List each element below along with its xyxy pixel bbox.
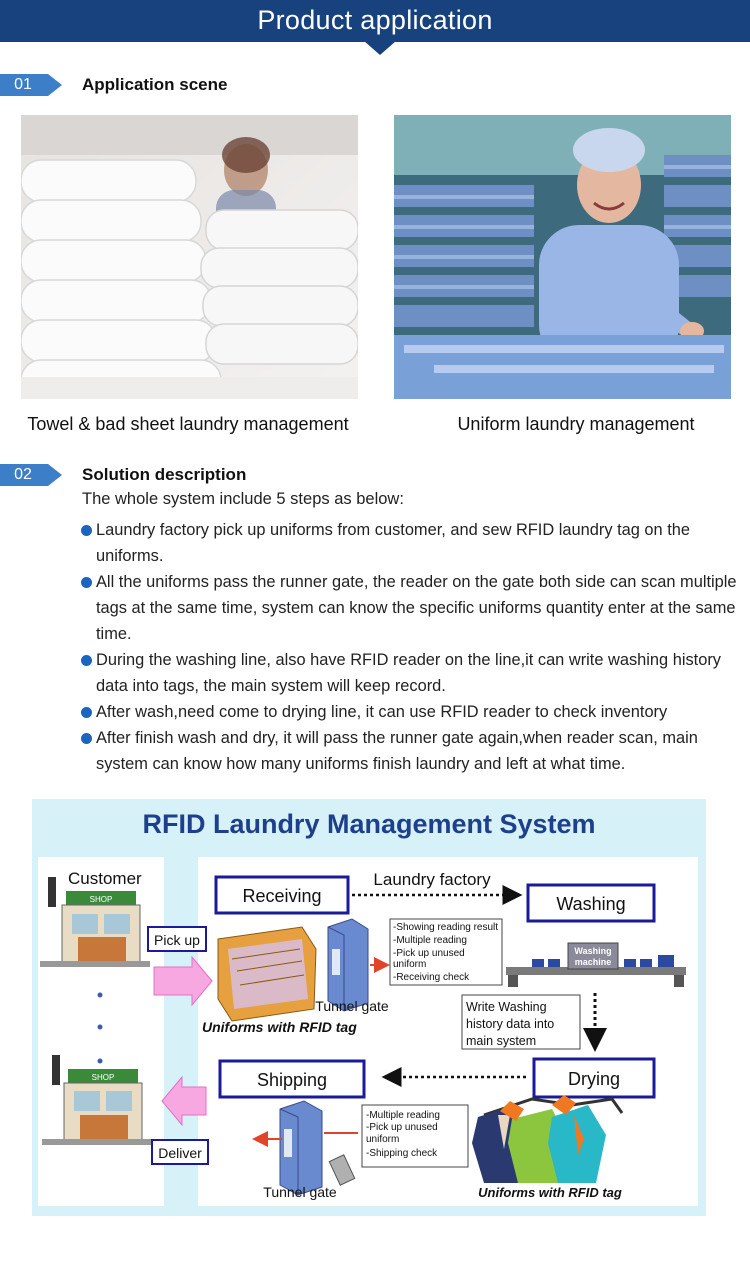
svg-text:-Pick up unused: -Pick up unused bbox=[393, 948, 465, 959]
list-item: Laundry factory pick up uniforms from cu… bbox=[80, 517, 740, 569]
svg-text:-Shipping check: -Shipping check bbox=[366, 1148, 438, 1159]
uniforms-rfid-label: Uniforms with RFID tag bbox=[202, 1019, 357, 1035]
uniforms-rfid-label: Uniforms with RFID tag bbox=[478, 1185, 622, 1200]
section-number: 01 bbox=[14, 76, 32, 93]
bullet-dot-icon bbox=[81, 655, 92, 666]
store-icon: SHOP bbox=[40, 877, 150, 967]
deliver-label: Deliver bbox=[158, 1145, 202, 1161]
section-title-solution: Solution description bbox=[82, 465, 247, 484]
svg-text:history data into: history data into bbox=[466, 1017, 554, 1031]
washing-box bbox=[526, 883, 656, 923]
svg-text:-Pick up unused: -Pick up unused bbox=[366, 1122, 438, 1133]
tunnel-gate-icon bbox=[279, 1100, 356, 1196]
svg-text:machine: machine bbox=[575, 957, 612, 967]
bullet-dot-icon bbox=[81, 525, 92, 536]
towel-photo bbox=[21, 115, 358, 399]
section-title-application-scene: Application scene bbox=[82, 75, 228, 94]
svg-text:-Multiple reading: -Multiple reading bbox=[366, 1110, 440, 1121]
header-arrow bbox=[364, 41, 396, 55]
section-tag-02: 02 bbox=[0, 464, 62, 486]
list-item: During the washing line, also have RFID … bbox=[80, 647, 740, 699]
receiving-notes-box bbox=[389, 918, 503, 986]
tunnel-gate-label: Tunnel gate bbox=[315, 998, 389, 1014]
receiving-box bbox=[214, 875, 350, 915]
page-title: Product application bbox=[257, 5, 493, 35]
section-tag-01: 01 bbox=[0, 74, 62, 96]
svg-text:SHOP: SHOP bbox=[90, 895, 113, 904]
uniform-caption: Uniform laundry management bbox=[457, 414, 695, 434]
svg-text:uniform: uniform bbox=[366, 1134, 399, 1145]
svg-text:SHOP: SHOP bbox=[92, 1073, 115, 1082]
drying-box bbox=[532, 1057, 656, 1099]
list-item: All the uniforms pass the runner gate, t… bbox=[80, 569, 740, 647]
receiving-label: Receiving bbox=[242, 886, 321, 906]
uniform-photo bbox=[394, 115, 731, 399]
store-icon: SHOP bbox=[42, 1055, 152, 1145]
diagram-title: RFID Laundry Management System bbox=[142, 809, 595, 839]
svg-text:-Showing reading result: -Showing reading result bbox=[393, 922, 498, 933]
bullet-dot-icon bbox=[81, 733, 92, 744]
list-item: After finish wash and dry, it will pass … bbox=[80, 725, 740, 777]
svg-text:Washing: Washing bbox=[574, 946, 611, 956]
tunnel-gate-label: Tunnel gate bbox=[263, 1184, 337, 1200]
svg-text:-Receiving check: -Receiving check bbox=[393, 972, 470, 983]
shipping-notes-box bbox=[361, 1104, 469, 1168]
shipping-box bbox=[218, 1059, 366, 1099]
deliver-arrow-icon bbox=[161, 1075, 207, 1127]
uniform-cart-icon bbox=[217, 926, 317, 1022]
svg-text:Write Washing: Write Washing bbox=[466, 1000, 547, 1014]
shipping-label: Shipping bbox=[257, 1070, 327, 1090]
bullet-dot-icon bbox=[81, 577, 92, 588]
customer-label: Customer bbox=[68, 869, 142, 888]
header-banner: Product application bbox=[0, 0, 750, 42]
laundry-factory-label: Laundry factory bbox=[373, 870, 491, 889]
section-number: 02 bbox=[14, 466, 32, 483]
svg-text:main system: main system bbox=[466, 1034, 536, 1048]
washing-label: Washing bbox=[556, 894, 625, 914]
hanging-uniforms-icon bbox=[472, 1095, 624, 1183]
pick-up-arrow-icon bbox=[153, 955, 213, 1007]
solution-intro: The whole system include 5 steps as belo… bbox=[82, 490, 404, 508]
washing-line-icon: Washing machine bbox=[506, 942, 686, 987]
solution-steps-list: Laundry factory pick up uniforms from cu… bbox=[80, 517, 740, 777]
pick-up-label: Pick up bbox=[154, 932, 200, 948]
towel-caption: Towel & bad sheet laundry management bbox=[27, 414, 349, 434]
svg-text:uniform: uniform bbox=[393, 959, 426, 970]
tunnel-gate-icon bbox=[327, 918, 369, 1012]
drying-label: Drying bbox=[568, 1069, 620, 1089]
svg-text:-Multiple reading: -Multiple reading bbox=[393, 935, 467, 946]
bullet-dot-icon bbox=[81, 707, 92, 718]
pick-up-label-box bbox=[147, 926, 207, 952]
rfid-system-diagram: RFID Laundry Management System Customer … bbox=[32, 799, 706, 1216]
list-item: After wash,need come to drying line, it … bbox=[80, 699, 740, 725]
write-washing-box bbox=[461, 994, 581, 1050]
deliver-label-box bbox=[151, 1139, 209, 1165]
